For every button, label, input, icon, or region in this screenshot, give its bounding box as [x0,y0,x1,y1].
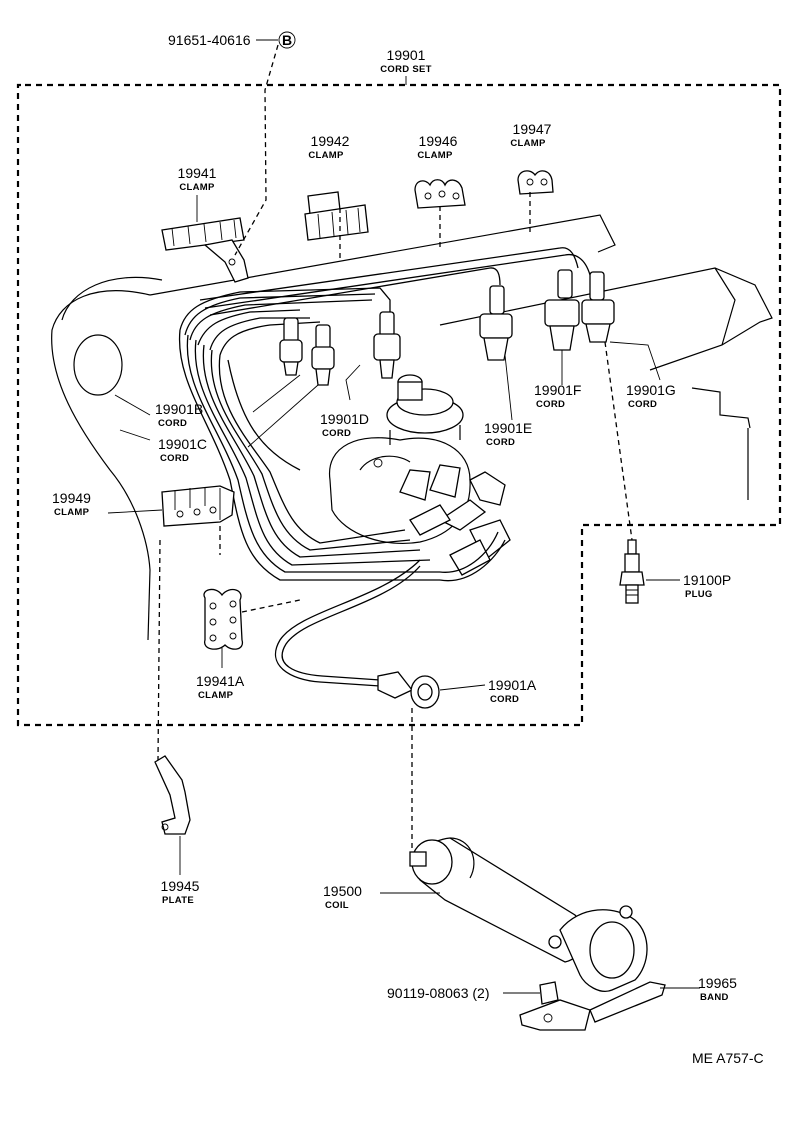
boot-19901d [373,311,401,379]
label-19965: 19965 [698,975,737,991]
label-19947-sub: CLAMP [510,138,546,149]
label-19901a-sub: CORD [490,694,519,705]
label-19941: 19941 [178,165,217,181]
boot-19901f [544,269,580,351]
spark-plug-19100p [619,539,645,604]
boot-19901b [279,317,303,376]
label-19949: 19949 [52,490,91,506]
label-19942: 19942 [311,133,350,149]
engine-outline [51,214,773,641]
label-90119-08063: 90119-08063 (2) [387,985,489,1001]
plate-19945 [154,755,191,835]
clamp-19941a [203,588,244,650]
clamp-19941 [161,217,249,283]
label-19901c-sub: CORD [160,453,189,464]
label-19901a: 19901A [488,677,537,693]
label-19901e-sub: CORD [486,437,515,448]
label-19941a-sub: CLAMP [198,690,234,701]
ignition-coil-19500 [409,837,585,963]
label-19500: 19500 [323,883,362,899]
leader-lines [107,31,700,994]
clamp-19946 [414,179,466,209]
label-19500-sub: COIL [325,900,349,911]
label-19942-sub: CLAMP [308,150,344,161]
footer-code: ME A757-C [692,1050,764,1066]
label-19946-sub: CLAMP [417,150,453,161]
cord-19901a-connector [377,671,440,709]
label-19100p: 19100P [683,572,731,588]
label-19901c: 19901C [158,436,207,452]
boot-19901c [311,324,335,386]
clamp-19949 [161,485,235,527]
cord-harness [178,247,591,687]
label-19100p-sub: PLUG [685,589,713,600]
distributor [329,374,511,576]
label-19901d-sub: CORD [322,428,351,439]
callout-b-circle [278,31,296,49]
label-19965-sub: BAND [700,992,729,1003]
label-19945-sub: PLATE [162,895,194,906]
label-19949-sub: CLAMP [54,507,90,518]
label-19941-sub: CLAMP [179,182,215,193]
label-19901g-sub: CORD [628,399,657,410]
label-19901f-sub: CORD [536,399,565,410]
label-19901: 19901 [387,47,426,63]
clamp-19947 [517,170,554,195]
label-19901d: 19901D [320,411,369,427]
cord-set-boundary [16,83,782,727]
boot-19901g [581,271,615,343]
band-19965 [519,905,666,1031]
label-19901g: 19901G [626,382,676,398]
label-19947: 19947 [513,121,552,137]
label-callout-b: B [282,32,292,48]
label-19946: 19946 [419,133,458,149]
label-91651-40616: 91651-40616 [168,32,251,48]
label-19901f: 19901F [534,382,581,398]
labels: 91651-40616 B 19901 CORD SET 19941 CLAMP… [52,32,764,1066]
label-19901b: 19901B [155,401,203,417]
clamp-19942 [304,191,369,241]
label-19901-sub: CORD SET [380,64,432,75]
boot-19901e [479,285,513,361]
label-19901e: 19901E [484,420,532,436]
label-19945: 19945 [161,878,200,894]
label-19901b-sub: CORD [158,418,187,429]
label-19941a: 19941A [196,673,245,689]
plug-boots [279,269,615,386]
